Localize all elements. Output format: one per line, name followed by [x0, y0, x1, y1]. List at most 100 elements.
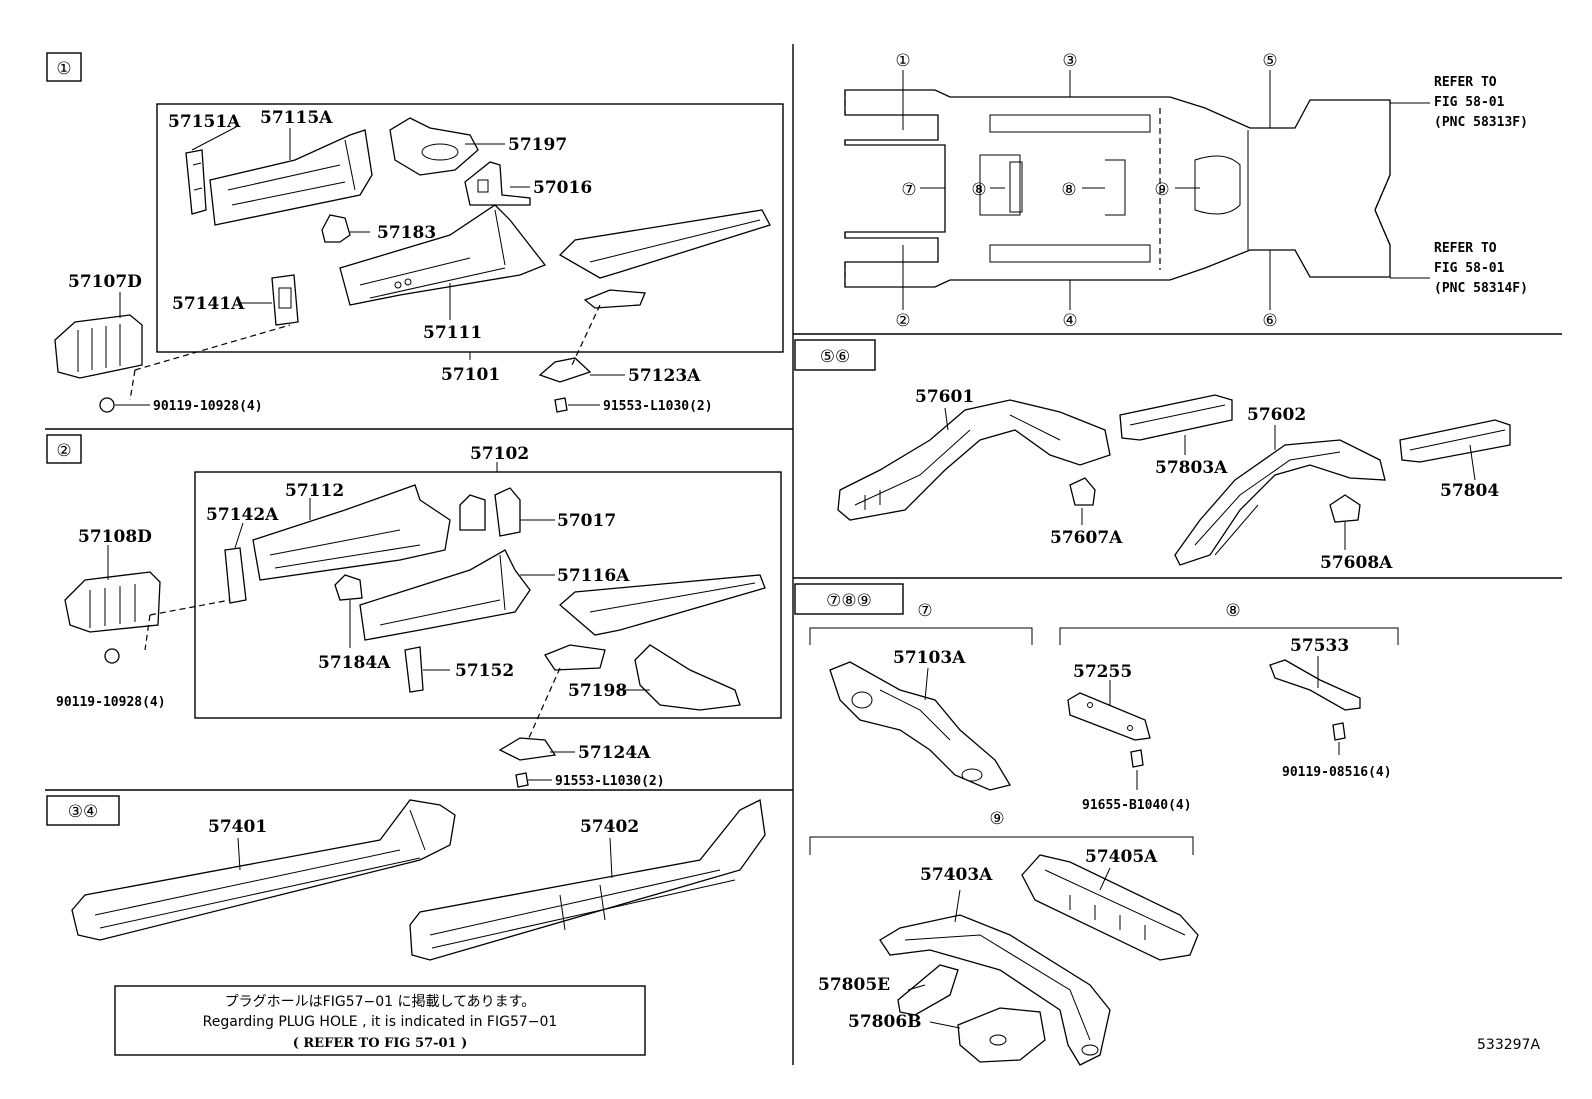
part-57602-drawing [1174, 439, 1386, 566]
section-34: ③④ 57401 57402 プラグホールはFIG57−01 に掲載してあります… [46, 795, 766, 1056]
section-56: ⑤⑥ 57601 [794, 339, 1511, 573]
part-57016-drawing [464, 161, 531, 206]
bracket-57123A-drawing [538, 289, 646, 383]
overview-marker-4: ④ [1062, 311, 1077, 331]
overview-marker-2: ② [895, 311, 910, 331]
part-57103A-label: 57103A [893, 648, 966, 668]
refer-bottom-line-3: (PNC 58314F) [1434, 281, 1528, 296]
section-56-leaders [944, 407, 1476, 550]
part-57803A-label: 57803A [1155, 458, 1228, 478]
part-57152-drawing [404, 646, 424, 693]
plug-hole-note-en: Regarding PLUG HOLE , it is indicated in… [203, 1014, 558, 1030]
section-2-marker-box [46, 434, 82, 464]
overview-marker-9: ⑨ [1154, 180, 1169, 200]
section-1-marker-box [46, 52, 82, 82]
part-57115A-label: 57115A [260, 108, 333, 128]
part-57108D-drawing [64, 571, 161, 633]
part-57403A-drawing [879, 914, 1111, 1066]
overview-marker-8b: ⑧ [1061, 180, 1076, 200]
part-57601-label: 57601 [915, 387, 974, 407]
overview-floor-diagram: ① ② ③ ④ ⑤ ⑥ ⑦ ⑧ ⑧ ⑨ REFER TO FIG 58-01 (… [844, 51, 1528, 331]
part-57183-drawing [321, 214, 351, 243]
part-57255-label: 57255 [1073, 662, 1132, 682]
part-57198-drawing [634, 644, 741, 711]
part-57016-label: 57016 [533, 178, 592, 198]
section-789-marker-box [794, 583, 904, 615]
part-57401-label: 57401 [208, 817, 267, 837]
part-57197-drawing [389, 117, 479, 176]
bolt-90119-08516-label: 90119-08516(4) [1282, 765, 1392, 780]
section-56-marker-box [794, 339, 876, 371]
assembly-57102-box [194, 471, 782, 719]
section-7-marker: ⑦ [917, 601, 932, 621]
refer-top-line-2: FIG 58-01 [1434, 95, 1505, 110]
plug-hole-note-jp: プラグホールはFIG57−01 に掲載してあります。 [225, 994, 536, 1010]
section-789-brackets [809, 627, 1399, 855]
part-57107D-drawing [54, 314, 143, 379]
bracket-57124A-drawing [498, 644, 606, 761]
part-57197-label: 57197 [508, 135, 567, 155]
part-57255-drawing [1067, 692, 1151, 741]
part-57533-drawing [1269, 659, 1361, 711]
bolts-section8 [1130, 722, 1346, 768]
part-57804-drawing [1399, 419, 1511, 463]
part-rocker2-drawing [559, 574, 766, 636]
part-57111-drawing [339, 204, 547, 306]
part-57184A-drawing [334, 574, 363, 601]
section-1-marker: ① [56, 59, 71, 79]
part-57198-label: 57198 [568, 681, 627, 701]
overview-marker-1: ① [895, 51, 910, 71]
part-rocker-drawing [558, 209, 771, 279]
part-57184A-label: 57184A [318, 653, 391, 673]
refer-top-line-3: (PNC 58313F) [1434, 115, 1528, 130]
part-57141A-label: 57141A [172, 294, 245, 314]
part-57112-drawing [252, 484, 451, 581]
part-57806B-label: 57806B [848, 1012, 922, 1032]
section-34-marker: ③④ [68, 802, 98, 822]
part-57183-label: 57183 [377, 223, 436, 243]
part-57151A-label: 57151A [168, 112, 241, 132]
overview-marker-6: ⑥ [1262, 311, 1277, 331]
part-57123A-label: 57123A [628, 366, 701, 386]
bolt-91655-label: 91655-B1040(4) [1082, 798, 1192, 813]
part-57152-label: 57152 [455, 661, 514, 681]
bolt-91553-label-2: 91553-L1030(2) [555, 774, 665, 789]
part-57017-label: 57017 [557, 511, 616, 531]
illustration-id: 533297A [1477, 1037, 1540, 1053]
part-57803A-drawing [1119, 394, 1233, 441]
refer-bottom-line-2: FIG 58-01 [1434, 261, 1505, 276]
part-57017-drawing [459, 487, 521, 537]
part-57108D-label: 57108D [78, 527, 152, 547]
part-57805E-label: 57805E [818, 975, 890, 995]
bolt-90119-label: 90119-10928(4) [153, 399, 263, 414]
section-789-marker: ⑦⑧⑨ [826, 591, 872, 611]
part-57142A-drawing [224, 547, 247, 604]
section-1: ① [46, 52, 784, 414]
section-2: ② [46, 434, 782, 789]
section-34-marker-box [46, 795, 120, 826]
section-789: ⑦⑧⑨ ⑦ ⑧ ⑨ [794, 583, 1399, 1066]
part-57116A-drawing [359, 549, 531, 641]
bolts-section2 [104, 648, 529, 788]
part-57533-label: 57533 [1290, 636, 1349, 656]
part-57601-drawing [837, 399, 1111, 521]
part-57607A-label: 57607A [1050, 528, 1123, 548]
part-57103A-drawing [829, 661, 1012, 791]
part-57402-drawing [409, 799, 766, 961]
part-57151A-drawing [185, 149, 207, 215]
bolts-section1 [99, 397, 568, 413]
part-57115A-drawing [209, 129, 373, 226]
plug-hole-note-ref: ( REFER TO FIG 57-01 ) [293, 1036, 468, 1051]
bolt-91553-label: 91553-L1030(2) [603, 399, 713, 414]
section-34-leaders [237, 837, 613, 879]
overview-marker-3: ③ [1062, 51, 1077, 71]
part-57405A-label: 57405A [1085, 847, 1158, 867]
part-57608A-label: 57608A [1320, 553, 1393, 573]
section-2-marker: ② [56, 441, 71, 461]
part-57107D-label: 57107D [68, 272, 142, 292]
part-57805E-drawing [897, 964, 959, 1016]
part-57124A-label: 57124A [578, 743, 651, 763]
part-57116A-label: 57116A [557, 566, 630, 586]
part-57111-label: 57111 [423, 323, 482, 343]
